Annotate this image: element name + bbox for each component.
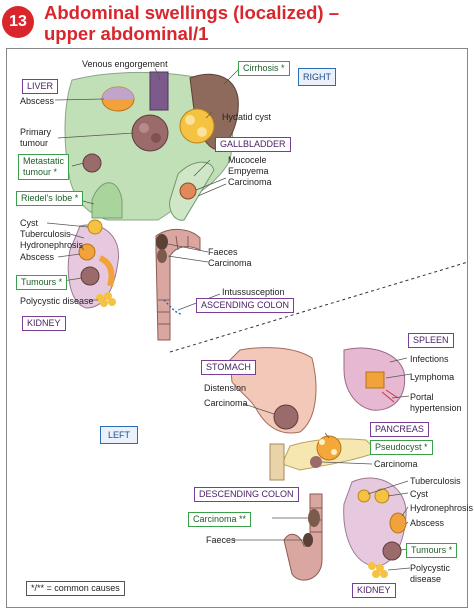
label-carcinoma-right: Carcinoma [208, 258, 252, 268]
label-venous-engorgement: Venous engorgement [82, 59, 168, 69]
label-gallbladder-carcinoma: Carcinoma [228, 177, 272, 187]
label-left-tuberculosis: Tuberculosis [410, 476, 461, 486]
label-left-cyst: Cyst [410, 489, 428, 499]
kidney-hydronephrosis-mark [78, 243, 96, 261]
label-riedels-lobe: Riedel's lobe * [16, 191, 84, 206]
label-left-tumours: Tumours * [406, 543, 458, 558]
label-faeces-right: Faeces [208, 247, 238, 257]
label-left-disease: disease [410, 574, 442, 584]
label-metastatic-tumour: Metastatic tumour * [18, 154, 70, 180]
label-distension: Distension [204, 383, 247, 393]
diagram-frame [6, 48, 468, 608]
descending-faeces-mark [303, 533, 313, 547]
gallbladder-mass-mark [179, 182, 197, 200]
left-kidney-tumour-mark [382, 541, 402, 561]
label-left-abscess: Abscess [410, 518, 445, 528]
descending-colon-shape [283, 493, 323, 581]
descending-colon-carcinoma-mark [308, 509, 320, 527]
label-primary: Primary [20, 127, 51, 137]
label-ascending-colon: ASCENDING COLON [196, 298, 295, 313]
label-primary-tumour: tumour [20, 138, 49, 148]
label-stomach: STOMACH [201, 360, 256, 375]
faeces-mark [156, 234, 168, 250]
metastatic-tumour-mark [82, 153, 102, 173]
kidney-tumour-mark [80, 266, 100, 286]
spleen-lymphoma-mark [365, 371, 385, 389]
label-left-hydronephrosis: Hydronephrosis [410, 503, 474, 513]
label-pancreas-carcinoma: Carcinoma [374, 459, 418, 469]
metastatic-line-2: tumour * [23, 167, 58, 177]
label-intussusception: Intussusception [222, 287, 285, 297]
metastatic-line-1: Metastatic [23, 156, 65, 166]
region-right-label: RIGHT [298, 68, 336, 86]
label-spleen: SPLEEN [408, 333, 454, 348]
vein-shape [149, 71, 169, 111]
label-kidney-tumours: Tumours * [16, 275, 68, 290]
label-polycystic-disease: Polycystic disease [20, 296, 94, 306]
label-hypertension: hypertension [410, 403, 462, 413]
label-pancreas: PANCREAS [370, 422, 429, 437]
label-faeces-left: Faeces [206, 535, 236, 545]
region-left-label: LEFT [100, 426, 138, 444]
label-hydatid-cyst: Hydatid cyst [222, 112, 272, 122]
duodenum-shape [269, 443, 285, 481]
page-title: Abdominal swellings (localized) – upper … [44, 2, 339, 44]
riedel-lobe-shape [91, 182, 123, 219]
primary-tumour-mark [131, 114, 169, 152]
label-liver-abscess: Abscess [20, 96, 55, 106]
divider-line [169, 261, 469, 353]
label-left-kidney: KIDNEY [352, 583, 396, 598]
label-lymphoma: Lymphoma [410, 372, 455, 382]
title-line-1: Abdominal swellings (localized) – [44, 2, 340, 23]
label-descending-colon: DESCENDING COLON [194, 487, 299, 502]
kidney-cyst-mark [87, 219, 103, 235]
label-right-kidney: KIDNEY [22, 316, 66, 331]
label-portal: Portal [410, 392, 434, 402]
label-mucocele: Mucocele [228, 155, 267, 165]
stomach-carcinoma-mark [273, 404, 299, 430]
label-gallbladder: GALLBLADDER [215, 137, 291, 152]
label-kidney-cyst: Cyst [20, 218, 38, 228]
left-kidney-hydronephrosis-mark [389, 512, 407, 534]
chapter-number-badge: 13 [2, 6, 34, 38]
label-cirrhosis: Cirrhosis * [238, 61, 290, 76]
label-kidney-abscess: Abscess [20, 252, 55, 262]
legend-common-causes: */** = common causes [26, 581, 125, 596]
label-liver: LIVER [22, 79, 59, 94]
left-kidney-tb-mark [357, 489, 371, 503]
label-kidney-tuberculosis: Tuberculosis [20, 229, 71, 239]
hydatid-cyst-mark [179, 108, 215, 144]
label-descending-carcinoma: Carcinoma ** [188, 512, 252, 527]
intussusception-mark [163, 299, 183, 315]
pancreas-carcinoma-mark [310, 456, 322, 468]
label-left-polycystic: Polycystic [410, 563, 451, 573]
label-pseudocyst: Pseudocyst * [370, 440, 433, 455]
label-stomach-carcinoma: Carcinoma [204, 398, 248, 408]
label-kidney-hydronephrosis: Hydronephrosis [20, 240, 84, 250]
title-line-2: upper abdominal/1 [44, 23, 209, 44]
label-infections: Infections [410, 354, 449, 364]
label-empyema: Empyema [228, 166, 269, 176]
